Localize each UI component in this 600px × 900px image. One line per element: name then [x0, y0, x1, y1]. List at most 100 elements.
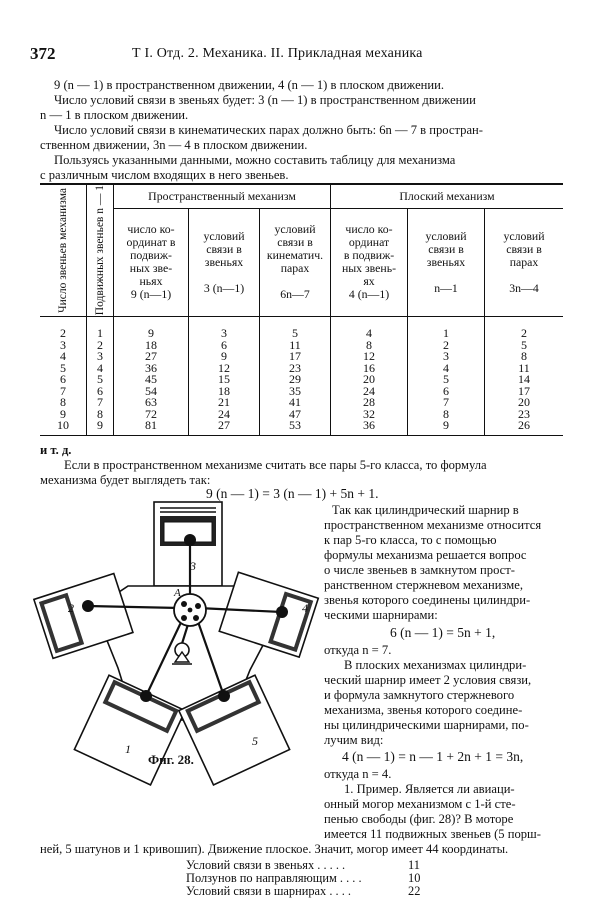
table-cell: 36 [330, 419, 408, 432]
table-cell: 9 [86, 419, 114, 432]
body-line: ны цилиндрическими шарнирами, по- [324, 718, 529, 732]
example-line: 1. Пример. Является ли авиаци- [344, 782, 515, 796]
table-cell: 9 [40, 408, 87, 420]
table-cell: 12 [188, 362, 260, 374]
table-cell: 15 [188, 373, 260, 386]
body-line: механизма будет выглядеть так: [40, 473, 211, 487]
body-line: В плоских механизмах цилиндри- [344, 658, 527, 672]
body-line: механизма, звенья которого соедине- [324, 703, 523, 717]
table-cell: 21 [188, 396, 260, 409]
page-header: 372 Т I. Отд. 2. Механика. II. Прикладна… [30, 44, 575, 68]
table-cell: 24 [188, 408, 260, 420]
intro-line: Пользуясь указанными данными, можно сост… [54, 153, 456, 167]
table-cell: 16 [330, 362, 408, 374]
table-cell: 17 [259, 350, 331, 363]
intro-line: Число условий связи в звеньях будет: 3 (… [54, 93, 476, 107]
mechanism-table: Число звеньев механизма Подвижных звенье… [40, 183, 563, 436]
summary-row: Ползунов по направляющим . . . .10 [186, 871, 421, 885]
label-A: A [173, 587, 181, 599]
example-line: имеется 11 подвижных звеньев (5 порш- [324, 827, 541, 841]
table-cell: 7 [40, 385, 87, 397]
table-cell: 8 [86, 408, 114, 420]
table-cell: 53 [259, 419, 331, 432]
body-line: звенья которого соединены цилиндри- [324, 593, 531, 607]
body-line: формулы механизма решается вопрос [324, 548, 527, 562]
table-cell: 23 [259, 362, 331, 374]
table-cell: 28 [330, 396, 408, 409]
table-cell: 2 [521, 326, 527, 340]
table-cell: 2 [86, 339, 114, 351]
table-cell: 1 [86, 327, 114, 340]
table-cell: 4 [86, 362, 114, 374]
col-header-links: Число звеньев механизма [40, 183, 87, 317]
table-cell: 6 [40, 373, 87, 386]
table-cell: 7 [86, 396, 114, 409]
table-cell: 2 [407, 339, 485, 351]
example-tail: ней, 5 шатунов и 1 кривошип). Движение п… [40, 842, 509, 856]
running-title: Т I. Отд. 2. Механика. II. Прикладная ме… [132, 46, 423, 61]
figure-caption: Фиг. 28. [148, 752, 194, 767]
table-cell: 4 [330, 327, 408, 340]
body-line: ранственном стержневом механизме, [324, 578, 523, 592]
table-cell: 3 [188, 327, 260, 340]
body-line: Так как цилиндрический шарнир в [332, 503, 519, 517]
example-line: пенью свободы (фиг. 28)? В моторе [324, 812, 514, 826]
table-cell: 36 [113, 362, 189, 374]
label-1: 1 [125, 742, 131, 756]
body-line: и формула замкнутого стержневого [324, 688, 515, 702]
table-cell: 10 [40, 419, 87, 432]
table-cell: 14 [518, 372, 530, 386]
engine-figure: 1 2 3 4 5 A [32, 501, 320, 787]
table-cell: 11 [259, 339, 331, 351]
label-4: 4 [302, 601, 308, 615]
table-cell: 3 [407, 350, 485, 363]
table-cell: 41 [259, 396, 331, 409]
table-cell: 8 [521, 349, 527, 363]
table-cell: 20 [330, 373, 408, 386]
intro-line: с различным числом входящих в него звень… [40, 168, 289, 182]
table-cell: 20 [518, 395, 530, 409]
intro-line: 9 (n — 1) в пространственном движении, 4… [54, 78, 445, 92]
body-line: к пар 5-го класса, то с помощью [324, 533, 497, 547]
table-cell: 11 [518, 360, 530, 375]
body-line: Если в пространственном механизме считат… [64, 458, 487, 472]
body-line: ческий шарнир имеет 2 условия связи, [324, 673, 532, 687]
table-cell: 29 [259, 373, 331, 386]
table-cell: 47 [259, 408, 331, 420]
body-line: лучим вид: [324, 733, 384, 747]
table-cell: 6 [86, 385, 114, 397]
label-5: 5 [252, 734, 258, 748]
table-cell: 5 [86, 373, 114, 386]
table-cell: 12 [330, 350, 408, 363]
table-cell: 23 [518, 406, 530, 421]
table-cell: 5 [259, 327, 331, 340]
col-header-moving-links: Подвижных звеньев n — 1 [86, 183, 114, 317]
table-cell: 8 [330, 339, 408, 351]
table-cell: 2 [40, 327, 87, 340]
page-number: 372 [30, 44, 56, 63]
group-header-planar: Плоский механизм [330, 183, 563, 209]
table-cell: 54 [113, 385, 189, 397]
table-cell: 26 [518, 418, 530, 432]
table-cell: 24 [330, 385, 408, 397]
table-cell: 8 [407, 408, 485, 420]
table-cell: 1 [407, 327, 485, 340]
formula-1: 9 (n — 1) = 3 (n — 1) + 5n + 1. [206, 486, 379, 501]
table-cell: 5 [521, 337, 527, 352]
table-cell: 9 [188, 350, 260, 363]
table-cell: 63 [113, 396, 189, 409]
intro-line: Число условий связи в кинематических пар… [54, 123, 483, 137]
label-2: 2 [68, 601, 74, 615]
summary-row: Условий связи в шарнирах . . . .22 [186, 884, 421, 898]
table-cell: 4 [407, 362, 485, 374]
